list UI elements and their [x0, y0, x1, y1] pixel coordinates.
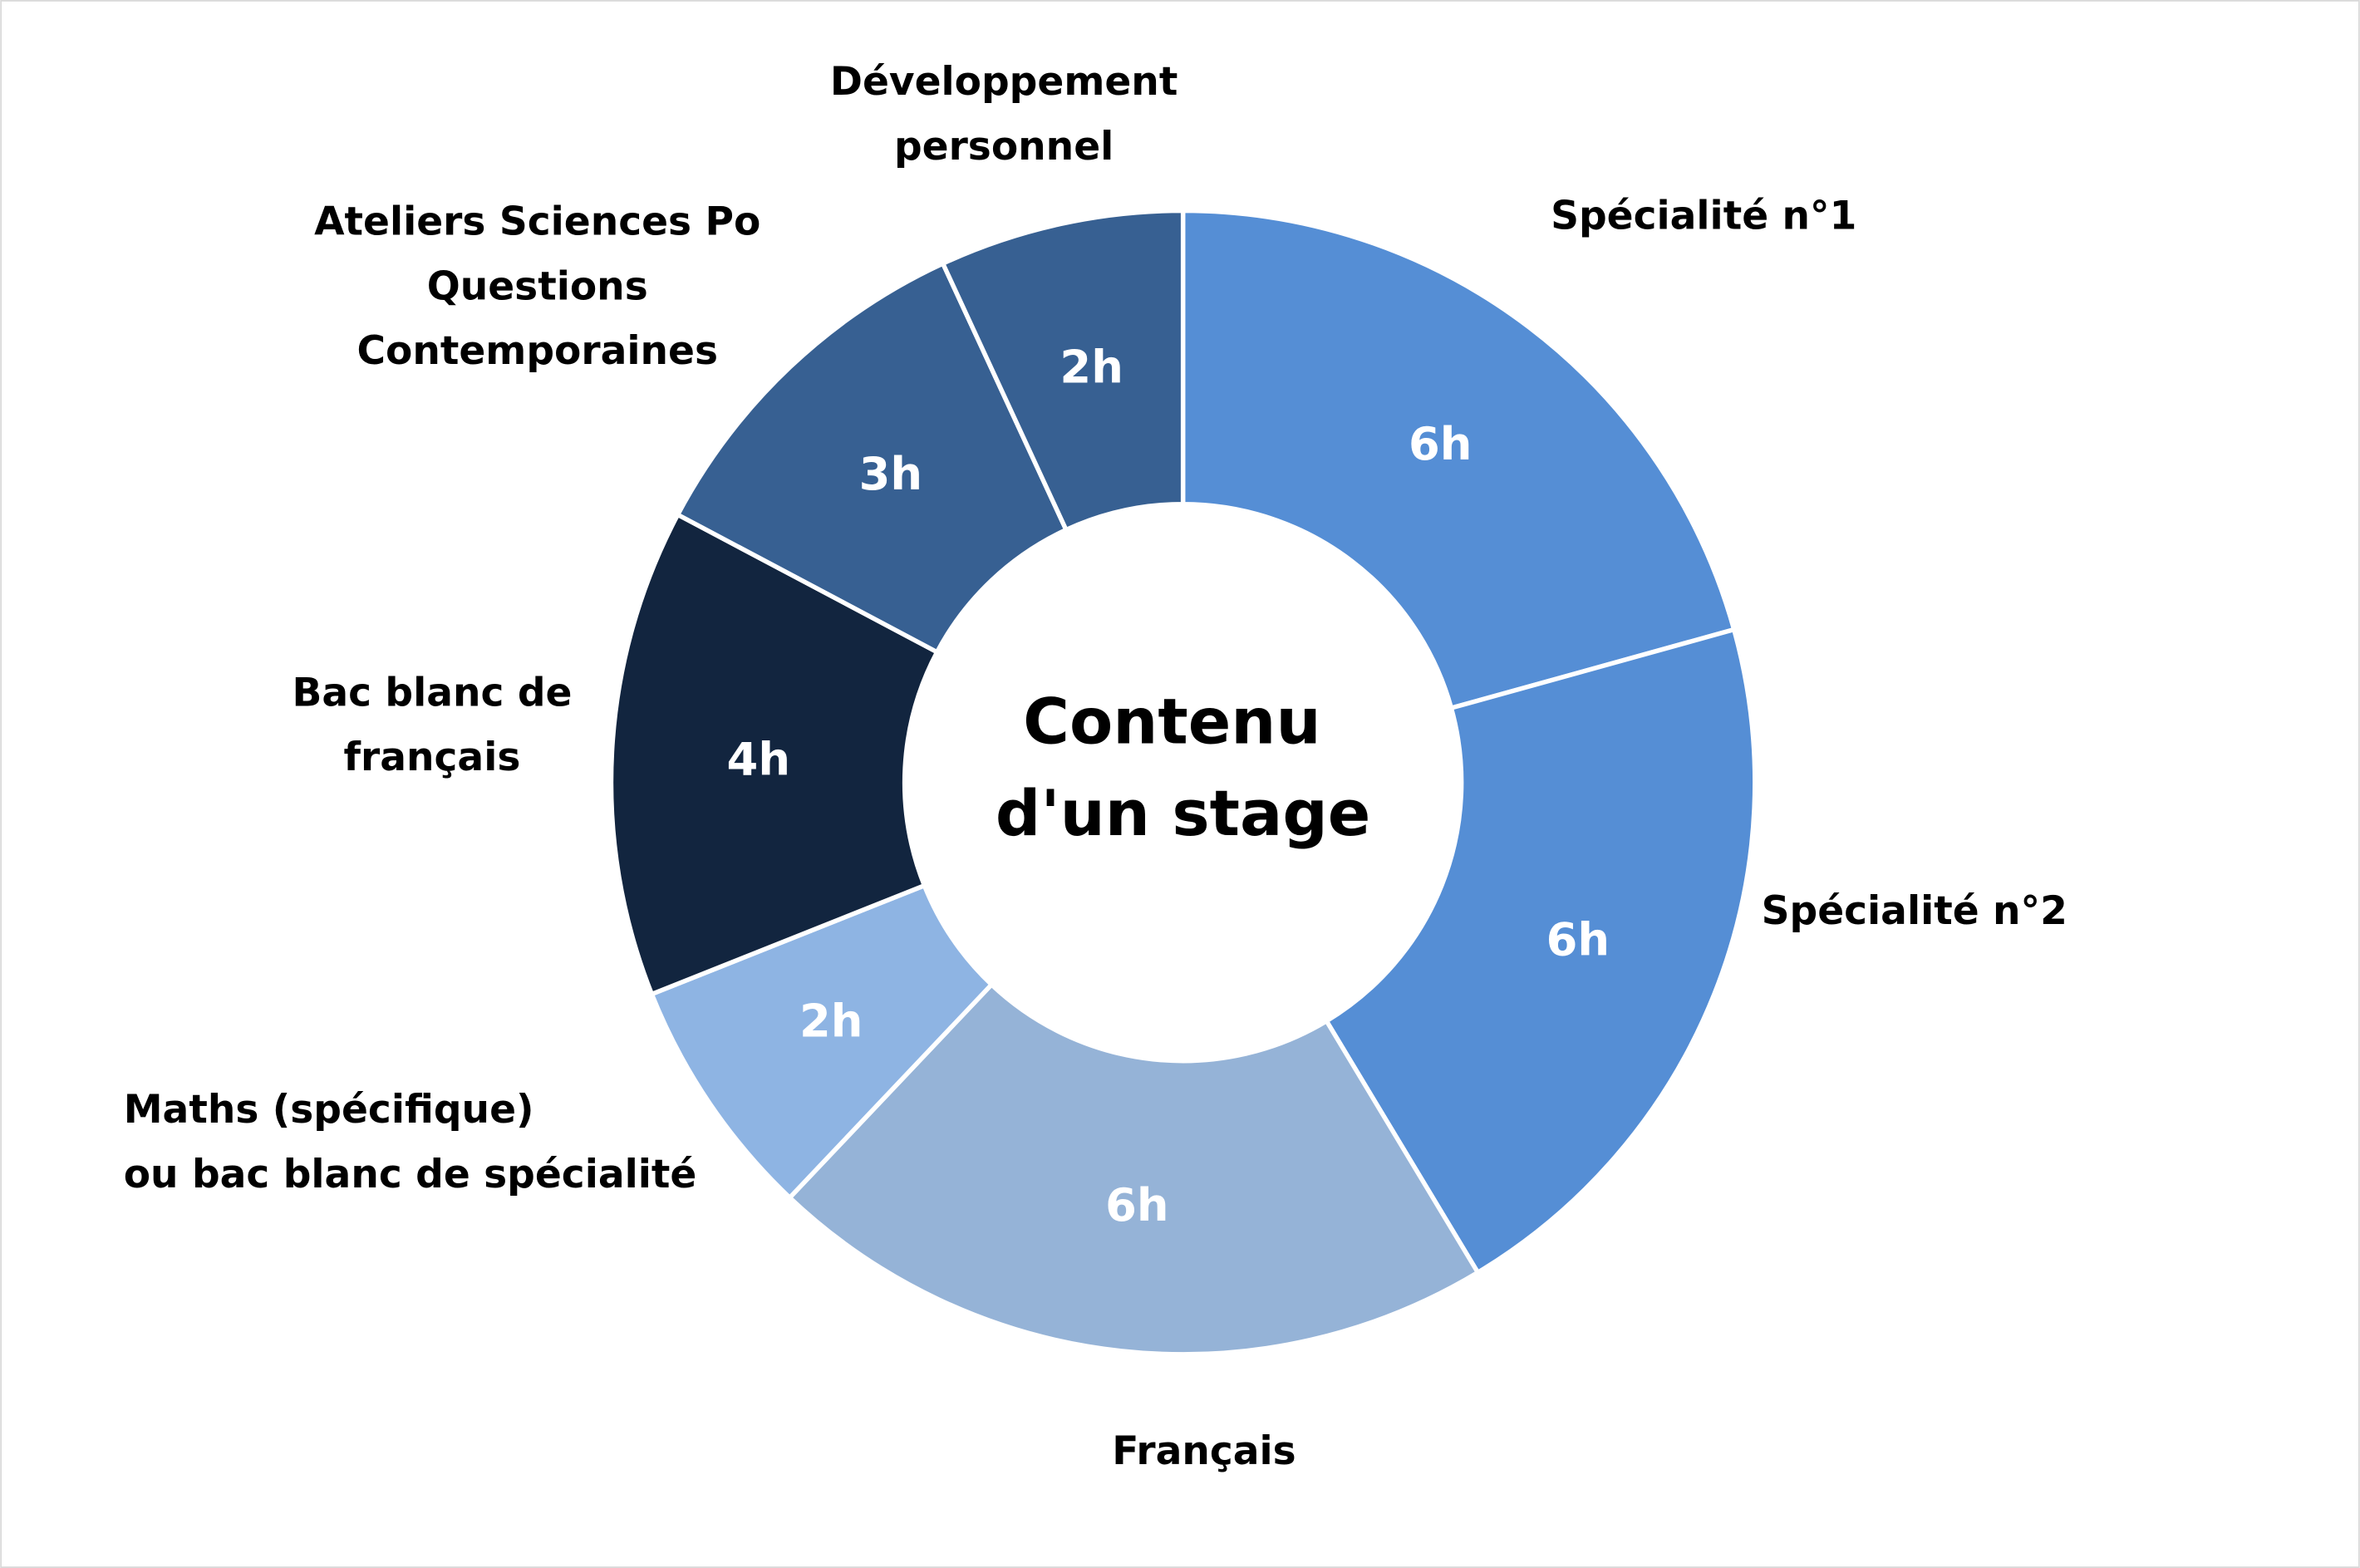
data-label-3: 2h	[799, 995, 863, 1047]
slice-0	[1180, 208, 1738, 711]
category-label-2: Français	[1112, 1428, 1296, 1474]
chart-title-line-2: d'un stage	[996, 776, 1370, 850]
slice-1	[1323, 627, 1758, 1276]
data-label-1: 6h	[1546, 914, 1610, 966]
data-label-2: 6h	[1105, 1179, 1168, 1231]
chart-title-line-1: Contenu	[1023, 685, 1320, 759]
slice-6	[940, 208, 1186, 533]
slice-4	[608, 511, 941, 997]
data-label-5: 3h	[859, 448, 922, 500]
data-label-4: 4h	[727, 733, 790, 785]
category-label-0: Spécialité n°1	[1551, 193, 1856, 238]
data-label-6: 2h	[1060, 342, 1123, 394]
slice-5	[674, 260, 1069, 656]
category-label-3: Maths (spécifique)ou bac blanc de spécia…	[124, 1087, 697, 1197]
chart-title: Contenu d'un stage	[996, 685, 1370, 850]
data-label-0: 6h	[1409, 418, 1472, 470]
category-label-1: Spécialité n°2	[1762, 888, 2067, 934]
slice-2	[786, 981, 1482, 1357]
